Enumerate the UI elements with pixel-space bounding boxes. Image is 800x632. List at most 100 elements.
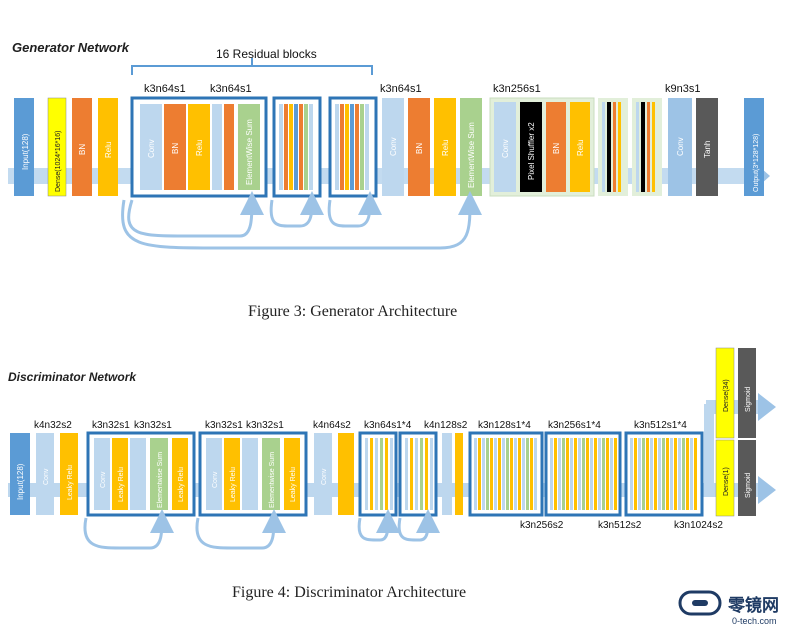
disc-rb2-leaky-2: [284, 438, 300, 510]
gen-bn-label-1: BN: [78, 144, 87, 155]
gen-rb-conv-label: Conv: [147, 139, 156, 158]
disc-label-3: k3n32s1: [134, 420, 172, 431]
disc-leaky-1: [60, 433, 78, 515]
stack-stripe: [562, 438, 565, 510]
gen-final-conv-label: Conv: [676, 137, 685, 156]
stack-stripe: [610, 438, 613, 510]
gen-output-layer: [744, 98, 764, 196]
disc-label-11: k3n512s1*4: [634, 420, 687, 431]
stack-stripe: [522, 438, 525, 510]
disc-label-1: k4n32s2: [34, 420, 72, 431]
gen-up-bn: [546, 102, 566, 192]
stack-stripe: [638, 438, 641, 510]
disc-leaky-128: [455, 433, 463, 515]
gen-up-bn-label: BN: [552, 143, 561, 154]
disc-bottom-label-2: k3n512s2: [598, 520, 642, 531]
gen-rb-relu-label: Relu: [195, 140, 204, 156]
stack-stripe: [590, 438, 593, 510]
disc-leaky-2: [338, 433, 354, 515]
stack-stripe: [682, 438, 685, 510]
gen-pixel-shuffler: [520, 102, 542, 192]
stack-stripe: [534, 438, 537, 510]
gen-rb-esum: [238, 104, 260, 190]
disc-label-10: k3n256s1*4: [548, 420, 601, 431]
disc-conv-1-label: Conv: [43, 468, 50, 485]
gen-relu-label-2: Relu: [441, 140, 450, 156]
disc-bottom-label-3: k3n1024s2: [674, 520, 723, 531]
gen-conv-label-2: k3n64s1: [210, 83, 252, 95]
stack-stripe: [614, 438, 617, 510]
disc-rb1-leaky: [112, 438, 128, 510]
stack-stripe: [486, 438, 489, 510]
generator-heading: Generator Network: [12, 40, 130, 55]
gen-input-label: Input(128): [21, 133, 30, 170]
stack-stripe: [574, 438, 577, 510]
gen-bn-layer-2: [408, 98, 430, 196]
stack-stripe: [646, 438, 649, 510]
disc-skip-4: [397, 509, 440, 542]
disc-sigmoid-1: [738, 348, 756, 438]
stack-stripe: [586, 438, 589, 510]
gen-bn-layer-1: [72, 98, 92, 196]
generator-caption: Figure 3: Generator Architecture: [248, 303, 457, 320]
disc-skip-3: [357, 509, 400, 542]
gen-skip-2: [269, 191, 324, 228]
stack-stripe: [478, 438, 481, 510]
stack-stripe: [690, 438, 693, 510]
stack-stripe: [526, 438, 529, 510]
disc-rb2-conv: [206, 438, 222, 510]
stack-stripe: [650, 438, 653, 510]
gen-tanh-layer: [696, 98, 718, 196]
disc-flow-arrowhead: [758, 476, 776, 504]
stack-stripe: [630, 438, 633, 510]
disc-dense1-label: Dense(1): [723, 467, 730, 496]
disc-stack-stripes: [474, 438, 697, 510]
stack-stripe: [658, 438, 661, 510]
gen-conv-label-1: k3n64s1: [144, 83, 186, 95]
disc-label-2: k3n32s1: [92, 420, 130, 431]
discriminator-heading: Discriminator Network: [8, 370, 137, 384]
disc-input-label: Input(128): [16, 463, 25, 500]
disc-conv-128: [442, 433, 452, 515]
gen-rb-bn-2: [224, 104, 234, 190]
gen-conv-layer-2: [382, 98, 404, 196]
disc-dense34-label: Dense(34): [723, 379, 730, 412]
gen-skip-1: [127, 191, 264, 238]
gen-up3-stripes: [636, 102, 655, 192]
disc-label-7: k3n64s1*4: [364, 420, 412, 431]
disc-conv-2-label: Conv: [321, 468, 328, 485]
stack-stripe: [498, 438, 501, 510]
disc-rb2-conv-label: Conv: [212, 471, 219, 488]
disc-rb1-leaky-2: [172, 438, 188, 510]
gen-input-layer: [14, 98, 34, 196]
gen-conv-label-3: k3n64s1: [380, 83, 422, 95]
gen-esum-label: ElementWise Sum: [467, 122, 476, 188]
disc-label-8: k4n128s2: [424, 420, 468, 431]
stack-stripe: [502, 438, 505, 510]
disc-dense34: [715, 347, 735, 439]
gen-rb-conv-2: [212, 104, 222, 190]
disc-rb1-esum: [150, 438, 168, 510]
gen-up-relu-label: Relu: [576, 140, 585, 156]
disc-bottom-label-1: k3n256s2: [520, 520, 564, 531]
stack-stripe: [530, 438, 533, 510]
discriminator-caption: Figure 4: Discriminator Architecture: [232, 584, 466, 601]
watermark-url: 0-tech.com: [732, 616, 777, 626]
watermark-name: 零镜网: [727, 595, 779, 615]
watermark-logo: [678, 590, 722, 616]
stack-stripe: [570, 438, 573, 510]
stack-stripe: [506, 438, 509, 510]
stack-stripe: [518, 438, 521, 510]
residual-brace: [131, 58, 373, 75]
stack-stripe: [674, 438, 677, 510]
disc-flow-branch: [704, 404, 714, 494]
disc-rb1-leaky-label: Leaky Relu: [118, 467, 125, 502]
disc-label-4: k3n32s1: [205, 420, 243, 431]
gen-rb-esum-label: ElementWise Sum: [245, 119, 254, 185]
stack-stripe: [582, 438, 585, 510]
residual-label: 16 Residual blocks: [216, 47, 317, 61]
disc-conv-2: [314, 433, 332, 515]
stack-stripe: [490, 438, 493, 510]
disc-sigmoid-1-label: Sigmoid: [745, 387, 752, 412]
